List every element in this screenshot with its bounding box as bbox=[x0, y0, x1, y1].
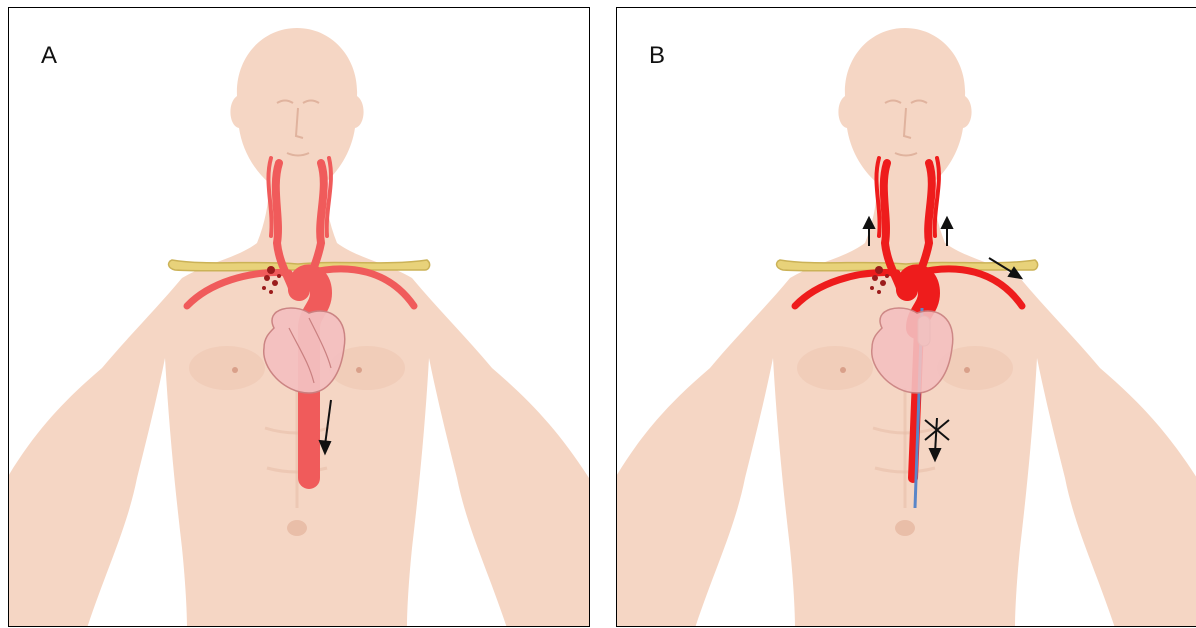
illustration-b bbox=[617, 8, 1196, 627]
illustration-a bbox=[9, 8, 590, 627]
panel-b: B bbox=[616, 7, 1196, 627]
panel-label-b: B bbox=[649, 42, 665, 70]
panel-label-a: A bbox=[41, 42, 57, 70]
panel-a: A bbox=[8, 7, 590, 627]
